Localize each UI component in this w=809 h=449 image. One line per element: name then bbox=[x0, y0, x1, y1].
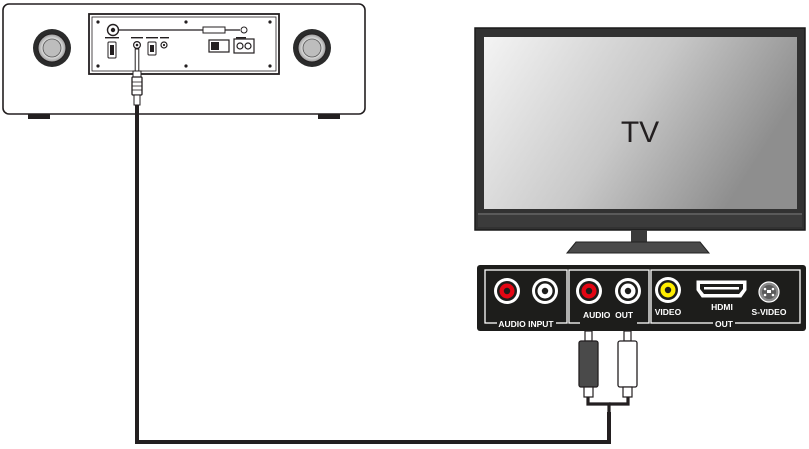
tv-label: TV bbox=[621, 116, 659, 149]
aux-in-jack-icon bbox=[134, 42, 141, 49]
hdmi-port-icon bbox=[697, 281, 746, 297]
rca-plug-white-icon bbox=[618, 331, 637, 397]
audio-input-red-jack-icon bbox=[494, 278, 520, 304]
s-video-port-icon bbox=[759, 282, 779, 302]
audio-out-white-jack-icon bbox=[615, 278, 641, 304]
label-audio-out: AUDIO OUT bbox=[583, 310, 634, 320]
radio-unit bbox=[3, 4, 365, 119]
radio-foot-right bbox=[318, 114, 340, 119]
usb-port-2-icon bbox=[148, 42, 156, 55]
audio-out-red-jack-icon bbox=[576, 278, 602, 304]
tv-bottom-bezel bbox=[478, 213, 802, 227]
television: TV bbox=[475, 28, 805, 253]
video-yellow-jack-icon bbox=[655, 277, 681, 303]
usb-port-icon bbox=[108, 42, 116, 58]
label-out: OUT bbox=[715, 319, 734, 329]
speaker-right bbox=[293, 29, 331, 67]
rear-panel bbox=[89, 14, 279, 74]
label-video: VIDEO bbox=[655, 307, 682, 317]
ac-inlet-icon bbox=[234, 39, 254, 53]
headphone-jack-icon bbox=[161, 42, 167, 48]
label-s-video: S-VIDEO bbox=[752, 307, 787, 317]
av-panel: AUDIO INPUT AUDIO OUT VIDEO HDMI OUT S-V… bbox=[477, 265, 806, 331]
label-hdmi: HDMI bbox=[711, 302, 733, 312]
radio-foot-left bbox=[28, 114, 50, 119]
speaker-left bbox=[33, 29, 71, 67]
tv-stand-base bbox=[567, 242, 709, 253]
tv-stand-neck bbox=[631, 230, 647, 242]
label-audio-input: AUDIO INPUT bbox=[498, 319, 554, 329]
power-switch-icon bbox=[209, 40, 229, 52]
audio-input-white-jack-icon bbox=[532, 278, 558, 304]
rca-plug-red-icon bbox=[579, 331, 598, 397]
